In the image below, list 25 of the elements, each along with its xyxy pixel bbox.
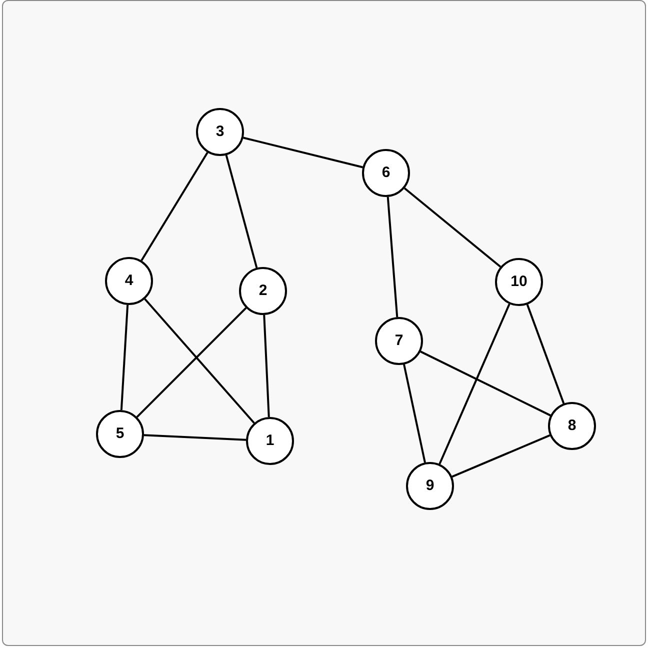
node-label: 6 — [382, 162, 390, 183]
node-label: 2 — [258, 280, 268, 301]
node-label: 7 — [394, 330, 404, 351]
connector-line — [263, 314, 270, 418]
connector-line — [140, 152, 208, 262]
node-label: 8 — [568, 416, 576, 436]
connector-line — [144, 298, 255, 424]
node-label: 10 — [510, 272, 528, 292]
node-label: 1 — [266, 430, 274, 451]
connector-line — [452, 434, 550, 478]
connector-line — [403, 364, 426, 463]
connector-line — [225, 154, 258, 268]
node-label: 5 — [116, 424, 124, 444]
connector-line — [120, 304, 129, 410]
node-label: 9 — [426, 476, 434, 496]
connector-line — [404, 187, 502, 268]
node-label: 3 — [216, 122, 224, 142]
connector-line — [243, 136, 363, 168]
connector-line — [420, 350, 551, 416]
connector-line — [438, 304, 510, 464]
connector-line — [144, 434, 246, 441]
node-label: 4 — [124, 270, 134, 291]
connector-line — [136, 307, 247, 418]
connector-line — [526, 304, 565, 404]
connector-line — [386, 196, 398, 318]
